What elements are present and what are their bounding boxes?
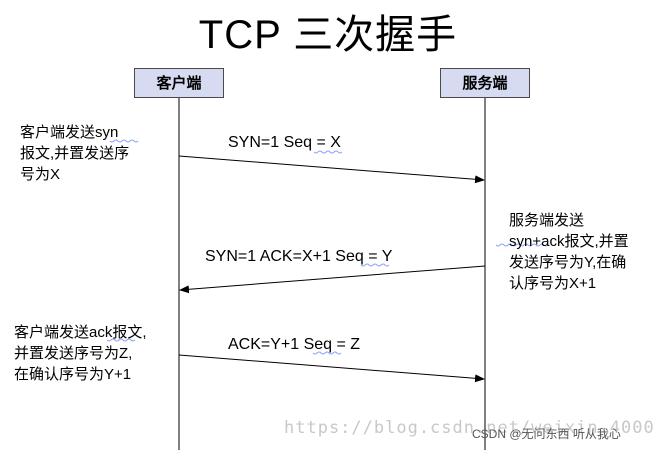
squiggle <box>495 243 549 247</box>
server-note-step2: 服务端发送 syn+ack报文,并置 发送序号为Y,在确 认序号为X+1 <box>509 210 629 294</box>
squiggle <box>312 351 342 355</box>
syn-ack-message-label: SYN=1 ACK=X+1 Seq = Y <box>205 248 393 265</box>
squiggle <box>360 263 390 267</box>
syn-ack-arrow <box>179 265 486 294</box>
url-watermark: https://blog.csdn.net/weixin_40001 <box>284 418 656 438</box>
note-line: 客户端发送ack报文, <box>14 324 147 341</box>
ack-arrow <box>178 354 485 383</box>
note-line: 报文,并置发送序 <box>20 145 130 162</box>
squiggle <box>109 139 139 143</box>
note-line: 号为X <box>20 166 61 183</box>
syn-message-label: SYN=1 Seq = X <box>228 134 341 151</box>
client-note-step3: 客户端发送ack报文, 并置发送序号为Z, 在确认序号为Y+1 <box>14 322 147 385</box>
note-line: 在确认序号为Y+1 <box>14 366 132 383</box>
note-line: 服务端发送 <box>509 212 585 229</box>
server-lifeline-head: 服务端 <box>440 68 530 98</box>
client-note-step1: 客户端发送syn 报文,并置发送序 号为X <box>20 122 129 185</box>
ack-message-label: ACK=Y+1 Seq = Z <box>228 336 361 353</box>
diagram-title: TCP 三次握手 <box>198 13 458 57</box>
csdn-credit: CSDN @无问东西 听从我心 <box>472 427 621 441</box>
note-line: 并置发送序号为Z, <box>14 345 133 362</box>
squiggle <box>313 150 343 154</box>
squiggle <box>106 338 136 342</box>
note-line: syn+ack报文,并置 <box>509 233 629 250</box>
client-lifeline-head: 客户端 <box>134 68 224 98</box>
note-line: 发送序号为Y,在确 <box>509 254 627 271</box>
syn-arrow <box>178 155 485 184</box>
note-line: 客户端发送syn <box>20 124 119 141</box>
note-line: 认序号为X+1 <box>509 275 597 292</box>
